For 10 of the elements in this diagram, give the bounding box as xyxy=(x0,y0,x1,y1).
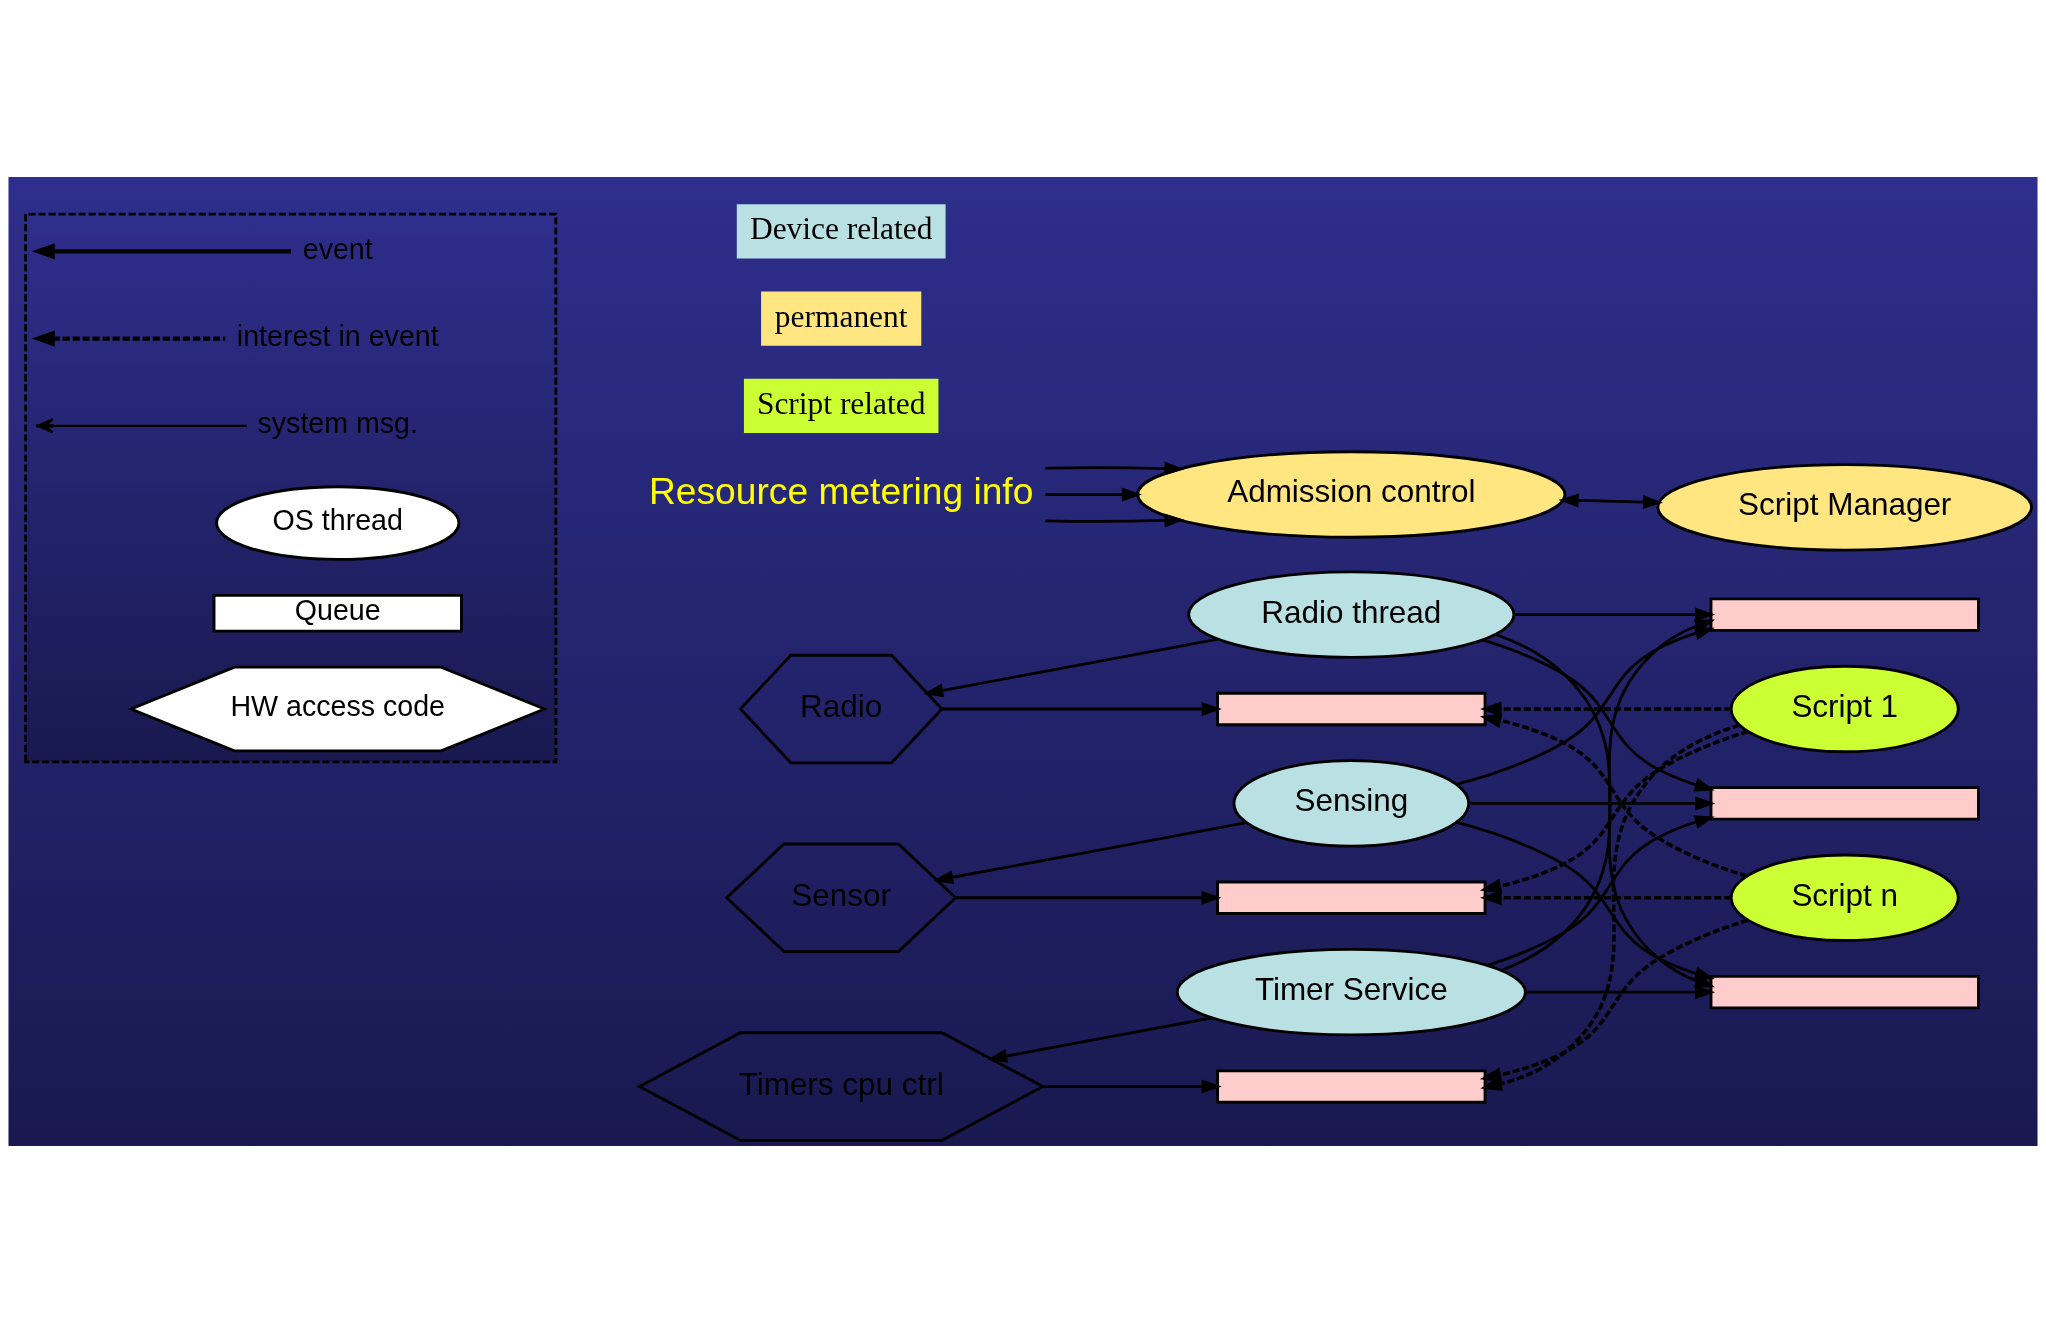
node-text: Resource metering info xyxy=(649,469,1034,512)
legend-label: Queue xyxy=(294,594,381,627)
legend-label: HW access code xyxy=(230,690,446,723)
legend-label: OS thread xyxy=(272,504,403,537)
legend-label: Device related xyxy=(749,211,933,247)
legend-label: interest in event xyxy=(236,319,439,352)
legend-label: system msg. xyxy=(257,406,418,439)
legend-label: event xyxy=(302,232,373,265)
legend-label: Script related xyxy=(756,385,926,421)
legend-label: permanent xyxy=(774,298,908,334)
